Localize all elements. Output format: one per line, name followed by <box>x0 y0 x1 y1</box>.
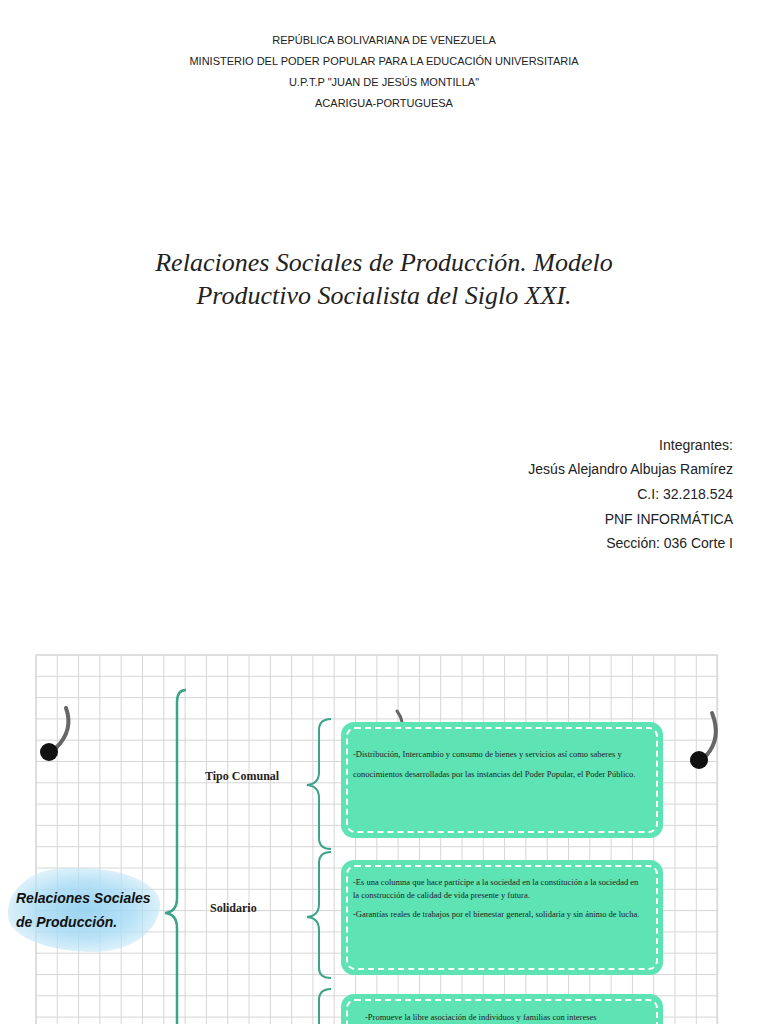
pin-head <box>40 743 58 761</box>
grid-line <box>227 655 228 1024</box>
grid-line <box>249 655 250 1024</box>
description-box: -Promueve la libre asociación de individ… <box>341 994 663 1024</box>
curly-brace <box>307 719 331 849</box>
grid-line <box>696 655 697 1024</box>
curly-brace <box>307 852 331 978</box>
grid-line <box>36 676 717 677</box>
description-box: -Es una columna que hace partícipe a la … <box>341 860 663 975</box>
grid-line <box>163 655 164 1024</box>
grid-line <box>36 655 717 656</box>
author-info: PNF INFORMÁTICA <box>605 511 733 527</box>
description-box: -Distribución, Intercambio y consumo de … <box>341 722 663 838</box>
pin-hook <box>56 708 68 748</box>
grid-line <box>78 655 79 1024</box>
grid-line <box>334 655 335 1024</box>
grid-line <box>36 655 37 1024</box>
page-title: Relaciones Sociales de Producción. Model… <box>130 246 638 312</box>
author-info: C.I: 32.218.524 <box>637 486 733 502</box>
grid-line <box>142 655 143 1024</box>
grid-line <box>185 655 186 1024</box>
header-line: U.P.T.P "JUAN DE JESÚS MONTILLA" <box>289 76 479 88</box>
topic-blob: Relaciones Sociales de Producción. <box>8 868 160 952</box>
curly-brace <box>319 989 331 1024</box>
dashed-border <box>346 727 658 833</box>
grid-line <box>36 718 717 719</box>
grid-line <box>206 655 207 1024</box>
category-label: Tipo Comunal <box>205 769 279 784</box>
pin <box>690 713 716 769</box>
author-info: Jesús Alejandro Albujas Ramírez <box>528 461 733 477</box>
header-line: REPÚBLICA BOLIVARIANA DE VENEZUELA <box>272 34 496 46</box>
pin-hook <box>397 711 402 722</box>
pin <box>40 708 68 761</box>
box-text: -Garantías reales de trabajos por el bie… <box>353 908 643 921</box>
grid-line <box>57 655 58 1024</box>
box-text: -Es una columna que hace partícipe a la … <box>353 876 643 902</box>
grid-line <box>36 697 717 698</box>
header-line: ACARIGUA-PORTUGUESA <box>315 97 453 109</box>
grid-lines <box>36 655 718 1024</box>
box-text: -Promueve la libre asociación de individ… <box>365 1011 645 1024</box>
grid-line <box>717 655 718 1024</box>
grid-line <box>291 655 292 1024</box>
box-text: -Distribución, Intercambio y consumo de … <box>353 744 643 784</box>
grid-line <box>36 846 717 847</box>
grid-line <box>270 655 271 1024</box>
author-info: Integrantes: <box>659 437 733 453</box>
pin-hook <box>706 713 716 756</box>
header-line: MINISTERIO DEL PODER POPULAR PARA LA EDU… <box>189 55 578 67</box>
curly-brace <box>165 690 186 1024</box>
grid-paper <box>36 655 717 1024</box>
grid-line <box>99 655 100 1024</box>
topic-text: Relaciones Sociales de Producción. <box>16 886 154 934</box>
grid-line <box>121 655 122 1024</box>
grid-line <box>312 655 313 1024</box>
author-info: Sección: 036 Corte I <box>606 535 733 551</box>
grid-line <box>675 655 676 1024</box>
pin-head <box>690 751 708 769</box>
category-label: Solidario <box>210 901 257 916</box>
